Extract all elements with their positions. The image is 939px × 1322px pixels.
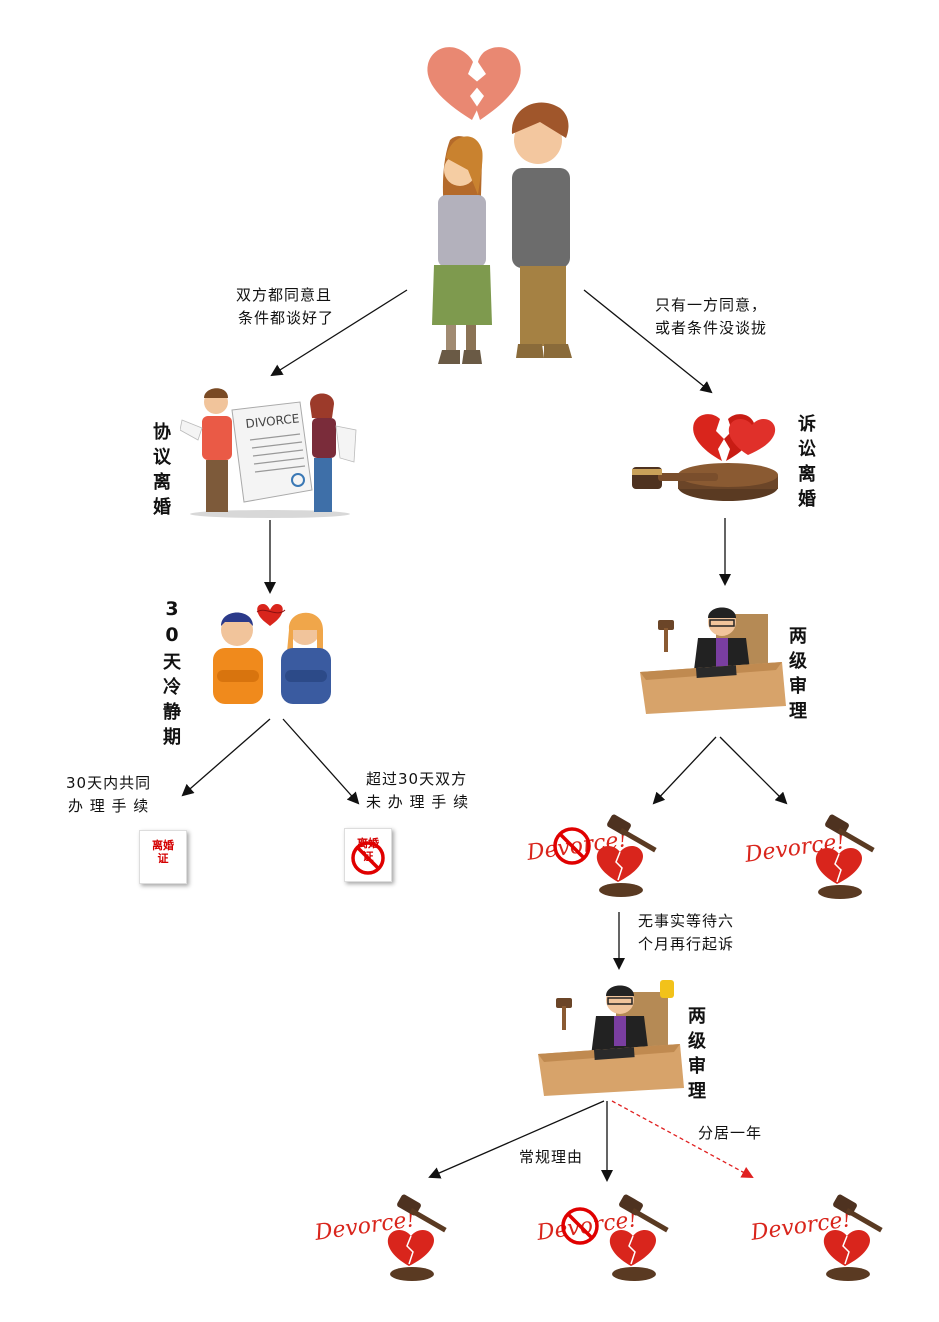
label-wait-six-line2: 个月再行起诉 <box>638 935 735 953</box>
arrow-trial2-to-granted-left <box>428 1100 605 1179</box>
broken-heart-icon <box>693 414 776 461</box>
label-two-level-trial-2: 两级审理 <box>688 1006 706 1102</box>
gavel-heart-icon <box>815 814 875 899</box>
woman-figure-icon <box>432 136 492 364</box>
gavel-icon <box>556 998 572 1030</box>
label-within-30: 30天内共同 办 理 手 续 <box>66 772 151 818</box>
gavel-heart-icon <box>387 1194 447 1281</box>
prohibited-icon <box>561 1207 599 1245</box>
outcome-granted-3: Devorce! <box>748 1194 883 1281</box>
gavel-heart-icon <box>823 1194 883 1281</box>
outcome-denied-1: Devorce! <box>526 814 657 897</box>
divorce-paper-illustration: DIVORCE <box>180 388 357 518</box>
label-normal-reason: 常规理由 <box>519 1148 584 1166</box>
label-within-30-line1: 30天内共同 <box>66 774 152 792</box>
arrow-trial-to-denied <box>652 736 717 805</box>
arrow-cooling-to-over <box>282 718 360 805</box>
gavel-heart-illustration <box>632 414 778 501</box>
label-agree-both-line2: 条件都谈好了 <box>238 309 335 327</box>
outcome-denied-2: Devorce! <box>536 1194 669 1281</box>
gavel-icon <box>632 467 718 489</box>
judge-illustration-2 <box>538 980 684 1096</box>
prohibited-icon <box>351 841 385 875</box>
arrow-trial-to-granted <box>719 736 788 805</box>
broken-heart-icon <box>427 47 521 120</box>
gavel-icon <box>658 620 674 652</box>
label-cooling-text: 天冷静期 <box>163 652 181 748</box>
arrow-to-litigation <box>583 289 713 394</box>
outcome-granted-2: Devorce! <box>312 1194 447 1281</box>
label-wait-six-months: 无事实等待六 个月再行起诉 <box>638 910 734 956</box>
gavel-heart-icon <box>609 1194 669 1281</box>
label-agree-one-line1: 只有一方同意， <box>655 296 768 314</box>
gavel-heart-icon <box>596 814 657 897</box>
woman-holding-paper-icon <box>310 393 357 512</box>
label-over-30-line2: 未 办 理 手 续 <box>366 793 470 811</box>
divorce-document-icon: DIVORCE <box>231 401 313 503</box>
label-agree-both-line1: 双方都同意且 <box>236 286 333 304</box>
cooling-couple-illustration <box>213 604 331 704</box>
label-mutual-divorce: 协议离婚 <box>153 422 171 518</box>
arrow-trial2-to-granted-right <box>611 1100 754 1178</box>
arrow-cooling-to-within <box>181 718 271 797</box>
judge-illustration-1 <box>640 607 786 714</box>
certificate-text: 离婚证 <box>152 839 174 865</box>
divorce-paper-title: DIVORCE <box>245 411 300 431</box>
label-within-30-line2: 办 理 手 续 <box>68 797 150 815</box>
label-agree-both: 双方都同意且 条件都谈好了 <box>236 284 334 330</box>
label-agree-one: 只有一方同意， 或者条件没谈拢 <box>655 294 767 340</box>
outcome-granted-1: Devorce! <box>742 814 875 899</box>
label-over-30: 超过30天双方 未 办 理 手 续 <box>366 768 469 814</box>
prohibited-icon <box>553 827 591 865</box>
divorce-certificate-granted: 离婚证 <box>139 830 187 884</box>
woman-arms-crossed-icon <box>281 612 331 704</box>
arguing-couple-illustration <box>427 47 572 364</box>
divorce-certificate-denied: 离婚证 <box>344 828 392 882</box>
label-wait-six-line1: 无事实等待六 <box>638 912 735 930</box>
label-two-level-trial-1: 两级审理 <box>789 626 807 722</box>
arrow-to-mutual <box>270 289 408 377</box>
label-cooling-number: 30 <box>165 598 179 646</box>
label-agree-one-line2: 或者条件没谈拢 <box>655 319 768 337</box>
man-arms-crossed-icon <box>213 612 263 704</box>
label-separate-year: 分居一年 <box>698 1124 763 1142</box>
label-over-30-line1: 超过30天双方 <box>366 770 468 788</box>
label-litigation-divorce: 诉讼离婚 <box>798 414 816 510</box>
man-figure-icon <box>511 102 572 358</box>
tangled-heart-icon <box>256 604 286 626</box>
man-holding-paper-icon <box>180 388 232 512</box>
